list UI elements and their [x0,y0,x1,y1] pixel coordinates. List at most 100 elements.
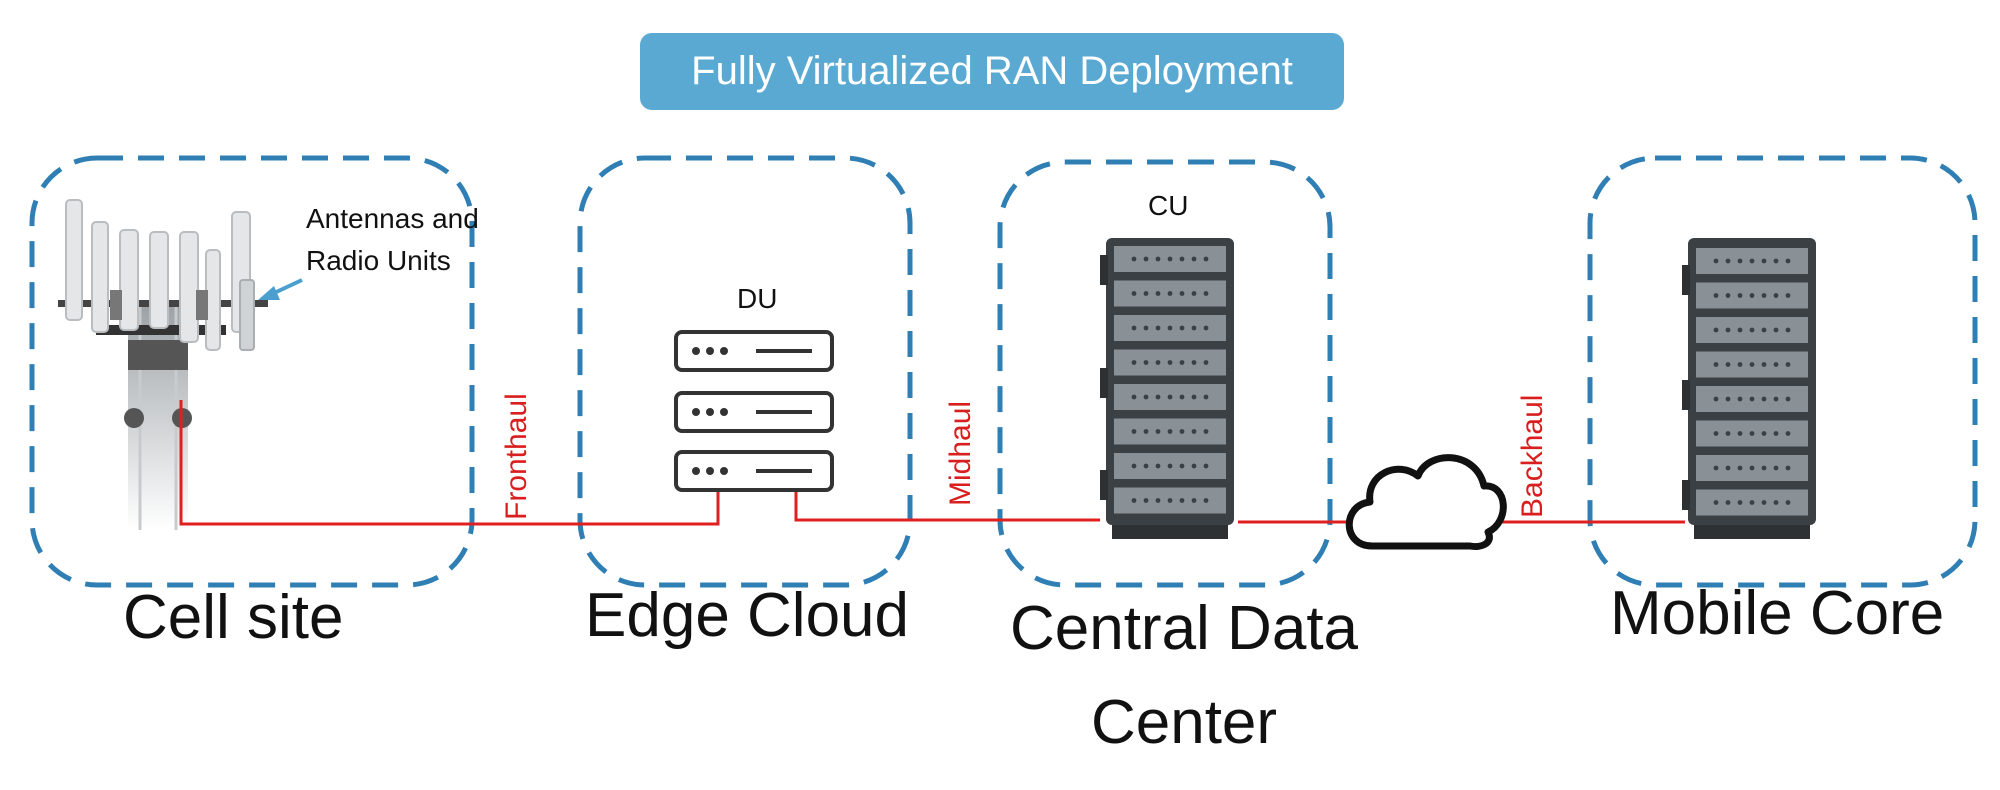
zone-label-central-dc-line2: Center [1090,688,1278,757]
cu-rack-slot-led [1167,291,1173,296]
cu-rack-slot-led [1131,325,1137,331]
cu-rack-slot-led [1155,256,1161,262]
cu-rack-slot-led [1131,394,1137,400]
cu-rack-slot-led [1203,394,1209,400]
core-rack-slot-led [1749,362,1755,367]
core-rack-slot-led [1713,258,1719,264]
zone-box-central-dc [997,159,1333,588]
cu-rack-slot-led [1167,394,1173,400]
core-rack-slot-led [1773,500,1779,505]
cu-rack-slot-led [1179,291,1185,296]
core-rack-slot-led [1761,258,1767,264]
midhaul-label: Midhaul [944,400,977,506]
cu-rack-slot-led [1203,360,1209,365]
zone-label-edge-cloud: Edge Cloud [585,581,910,650]
core-rack-slot-led [1749,465,1755,471]
backhaul-label: Backhaul [1516,394,1549,518]
cu-rack-slot-led [1179,463,1185,469]
cu-rack-slot-led [1131,256,1137,262]
core-rack-slot-led [1785,362,1791,367]
du-server-stack-icon [674,330,834,492]
cu-rack-slot-led [1167,360,1173,365]
core-rack-slot-led [1749,396,1755,402]
cu-rack-slot-led [1131,291,1137,296]
cu-rack-slot-led [1179,360,1185,365]
core-rack-slot-led [1785,500,1791,505]
cu-rack-slot-led [1191,394,1197,400]
cu-rack-slot-led [1131,360,1137,365]
du-label: DU [737,283,778,314]
cu-rack-slot-led [1191,498,1197,503]
core-rack-icon [1682,238,1816,539]
cu-rack-icon [1100,238,1234,539]
core-rack-slot-led [1713,362,1719,367]
cu-rack-slot-led [1155,360,1161,365]
zone-label-cell-site: Cell site [123,583,344,652]
cu-rack-slot-led [1155,429,1161,434]
core-rack-slot-led [1713,293,1719,298]
cu-rack-slot-led [1203,256,1209,262]
midhaul-link [794,490,1100,522]
cu-rack-slot-led [1167,498,1173,503]
core-rack-slot-led [1761,465,1767,471]
core-rack-slot-led [1761,293,1767,298]
cu-rack-slot-led [1167,463,1173,469]
cu-rack-slot-led [1155,498,1161,503]
cu-rack-slot-led [1203,429,1209,434]
cu-rack-slot-led [1179,498,1185,503]
core-rack-slot-led [1761,327,1767,333]
core-rack-slot-led [1773,431,1779,436]
diagram-title: Fully Virtualized RAN Deployment [640,33,1344,110]
cu-rack-slot-led [1179,394,1185,400]
cu-rack-slot-led [1191,429,1197,434]
core-rack-slot-led [1737,396,1743,402]
core-rack-slot-led [1749,500,1755,505]
cu-rack-slot-led [1191,325,1197,331]
core-rack-slot-led [1773,362,1779,367]
core-rack-slot-led [1749,327,1755,333]
core-rack-slot-led [1713,327,1719,333]
core-rack-slot-led [1773,293,1779,298]
core-rack-slot-led [1737,327,1743,333]
cu-rack-slot-led [1191,256,1197,262]
core-rack-slot-led [1725,465,1731,471]
core-rack-slot-led [1773,396,1779,402]
zone-box-mobile-core [1587,155,1978,588]
core-rack-slot-led [1737,362,1743,367]
cu-rack-slot-led [1143,498,1149,503]
cloud-icon [1345,454,1507,550]
cu-rack-slot-led [1143,291,1149,296]
fronthaul-link [179,400,720,526]
core-rack-slot-led [1737,465,1743,471]
cu-rack-slot-led [1143,360,1149,365]
cu-rack-slot-led [1167,256,1173,262]
core-rack-slot-led [1785,465,1791,471]
core-rack-slot-led [1773,258,1779,264]
core-rack-slot-led [1785,431,1791,436]
fronthaul-label: Fronthaul [500,393,533,520]
cu-rack-slot-led [1143,256,1149,262]
core-rack-slot-led [1725,362,1731,367]
core-rack-slot-led [1713,431,1719,436]
zone-box-edge-cloud [577,155,913,588]
core-rack-slot-led [1737,258,1743,264]
cu-rack-slot-led [1203,291,1209,296]
core-rack-slot-led [1737,431,1743,436]
cu-rack-slot-led [1203,463,1209,469]
core-rack-slot-led [1785,396,1791,402]
zone-label-central-dc-line1: Central Data [1009,594,1359,663]
core-rack-slot-led [1725,431,1731,436]
core-rack-slot-led [1785,293,1791,298]
core-rack-slot-led [1749,431,1755,436]
core-rack-slot-led [1725,327,1731,333]
cu-rack-slot-led [1155,291,1161,296]
antenna-pointer-arrow [258,278,303,300]
cu-rack-slot-led [1203,325,1209,331]
core-rack-slot-led [1725,500,1731,505]
core-rack-slot-led [1713,500,1719,505]
cu-rack-slot-led [1143,394,1149,400]
cell-tower-icon [58,199,268,530]
core-rack-slot-led [1761,362,1767,367]
cu-rack-slot-led [1143,463,1149,469]
core-rack-slot-led [1773,327,1779,333]
